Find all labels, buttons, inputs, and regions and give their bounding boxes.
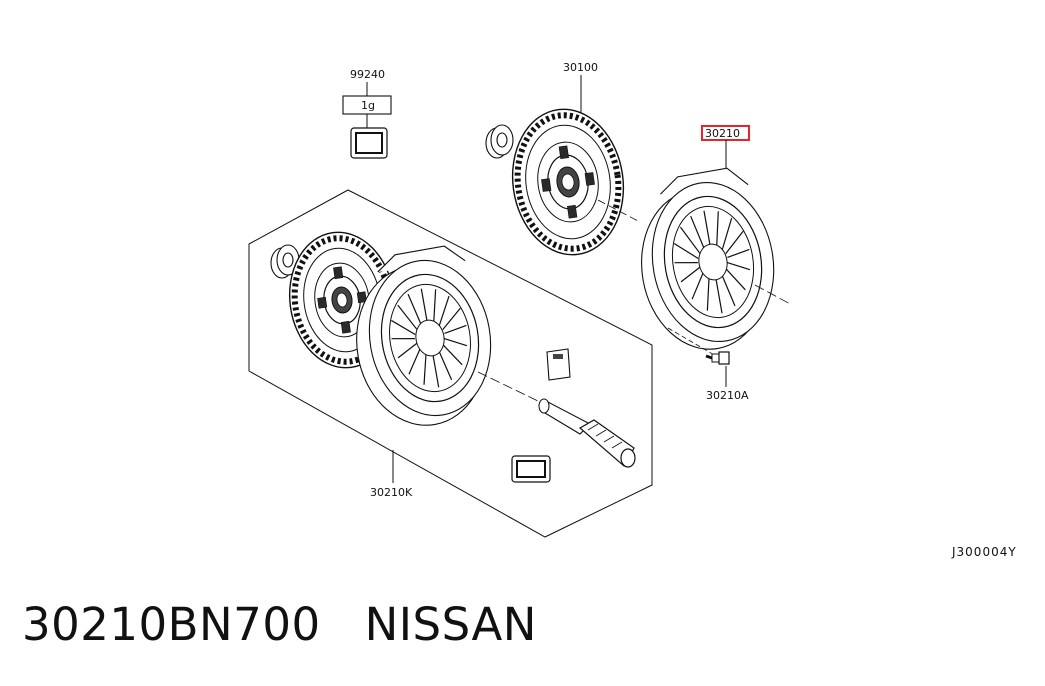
bolt-group: 30210A bbox=[667, 327, 749, 402]
pilot-bearing-icon bbox=[485, 124, 514, 159]
grease-group: 99240 1g bbox=[342, 68, 392, 159]
label-grease[interactable]: 99240 bbox=[350, 68, 385, 81]
clutch-disc-group: 30100 bbox=[485, 61, 641, 256]
kit-grease-packet-icon bbox=[511, 455, 551, 483]
instruction-sheet-icon bbox=[546, 348, 571, 381]
diagram-code: J300004Y bbox=[951, 545, 1017, 559]
alignment-tool-icon bbox=[538, 398, 636, 468]
clutch-disc-icon bbox=[511, 108, 625, 256]
bolt-icon bbox=[705, 351, 730, 365]
clutch-cover-icon bbox=[641, 167, 775, 350]
clutch-cover-group: 30210 bbox=[641, 125, 793, 350]
label-cover[interactable]: 30210 bbox=[705, 127, 740, 140]
grease-packet-icon bbox=[350, 127, 388, 159]
part-number: 30210BN700 bbox=[22, 598, 321, 651]
label-disc[interactable]: 30100 bbox=[563, 61, 598, 74]
brand-name: NISSAN bbox=[364, 598, 537, 651]
clutch-kit-group: 30210K bbox=[248, 189, 653, 538]
label-grease-qty: 1g bbox=[361, 99, 375, 112]
label-bolt[interactable]: 30210A bbox=[706, 389, 749, 402]
label-kit[interactable]: 30210K bbox=[370, 486, 413, 499]
kit-clutch-cover-icon bbox=[356, 245, 492, 426]
caption: 30210BN700 NISSAN bbox=[22, 598, 537, 651]
